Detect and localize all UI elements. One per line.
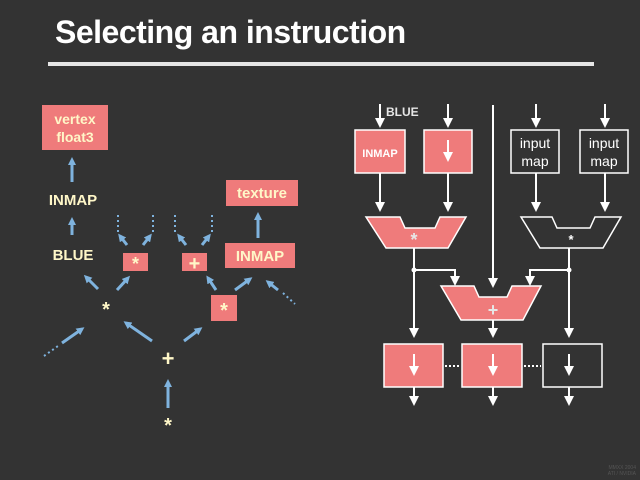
- slide-footer: MMXX 2004 ATI / NVIDIA: [607, 465, 636, 477]
- mul-right-node: *: [211, 295, 237, 322]
- arrow: [234, 277, 253, 292]
- expression-tree: vertex float3 INMAP BLUE * + texture: [42, 105, 298, 437]
- arrow: [206, 275, 218, 291]
- vertex-float3-node: vertex float3: [42, 105, 108, 150]
- hw-blue-label: BLUE: [386, 105, 419, 119]
- vertex-label: vertex: [54, 111, 95, 127]
- hw-output-register-1: [383, 343, 444, 388]
- svg-text:*: *: [568, 232, 574, 247]
- svg-text:+: +: [488, 300, 499, 320]
- arrow: [83, 274, 100, 291]
- add-root-node: +: [162, 346, 175, 371]
- svg-text:map: map: [590, 153, 617, 169]
- float3-label: float3: [56, 129, 94, 145]
- arrow: [177, 233, 188, 246]
- hw-input-map-1: input map: [510, 129, 560, 174]
- title-underline: [48, 62, 594, 66]
- add-small-node: +: [182, 253, 207, 275]
- svg-text:INMAP: INMAP: [362, 148, 397, 160]
- svg-text:input: input: [520, 135, 550, 151]
- arrow: [141, 233, 152, 246]
- arrow: [183, 327, 203, 343]
- svg-text:texture: texture: [237, 185, 287, 202]
- arrow: [118, 233, 129, 246]
- hw-mul-unit-left: *: [364, 216, 468, 250]
- svg-text:input: input: [589, 135, 619, 151]
- hw-add-unit: +: [439, 285, 543, 321]
- arrow: [265, 280, 279, 292]
- svg-text:*: *: [220, 300, 228, 322]
- hw-inmap-box: INMAP: [354, 129, 406, 174]
- texture-node: texture: [226, 180, 298, 206]
- ellipsis-dots: [43, 345, 59, 357]
- ellipsis-dots: [282, 292, 296, 305]
- arrow: [115, 275, 131, 292]
- slide-title: Selecting an instruction: [55, 14, 406, 50]
- svg-text:*: *: [132, 254, 139, 274]
- mul-bottom-node: *: [164, 415, 172, 437]
- inmap-right-node: INMAP: [225, 243, 295, 268]
- hw-passthrough-box-top: [423, 129, 473, 174]
- mul-small-node: *: [123, 253, 148, 274]
- svg-text:+: +: [189, 253, 201, 275]
- blue-label: BLUE: [53, 247, 94, 264]
- arrow: [123, 321, 153, 343]
- mul-left-node: *: [102, 299, 110, 321]
- hw-output-register-3: [542, 343, 603, 388]
- hardware-dataflow: BLUE INMAP input map input map: [354, 104, 629, 406]
- svg-text:INMAP: INMAP: [236, 248, 284, 265]
- hw-input-map-2: input map: [579, 129, 629, 174]
- svg-text:map: map: [521, 153, 548, 169]
- arrow: [61, 327, 85, 345]
- inmap-left-label: INMAP: [49, 192, 97, 209]
- arrow: [200, 233, 211, 246]
- hw-mul-unit-right: *: [519, 216, 623, 249]
- svg-text:*: *: [410, 230, 417, 250]
- hw-output-register-2: [461, 343, 523, 388]
